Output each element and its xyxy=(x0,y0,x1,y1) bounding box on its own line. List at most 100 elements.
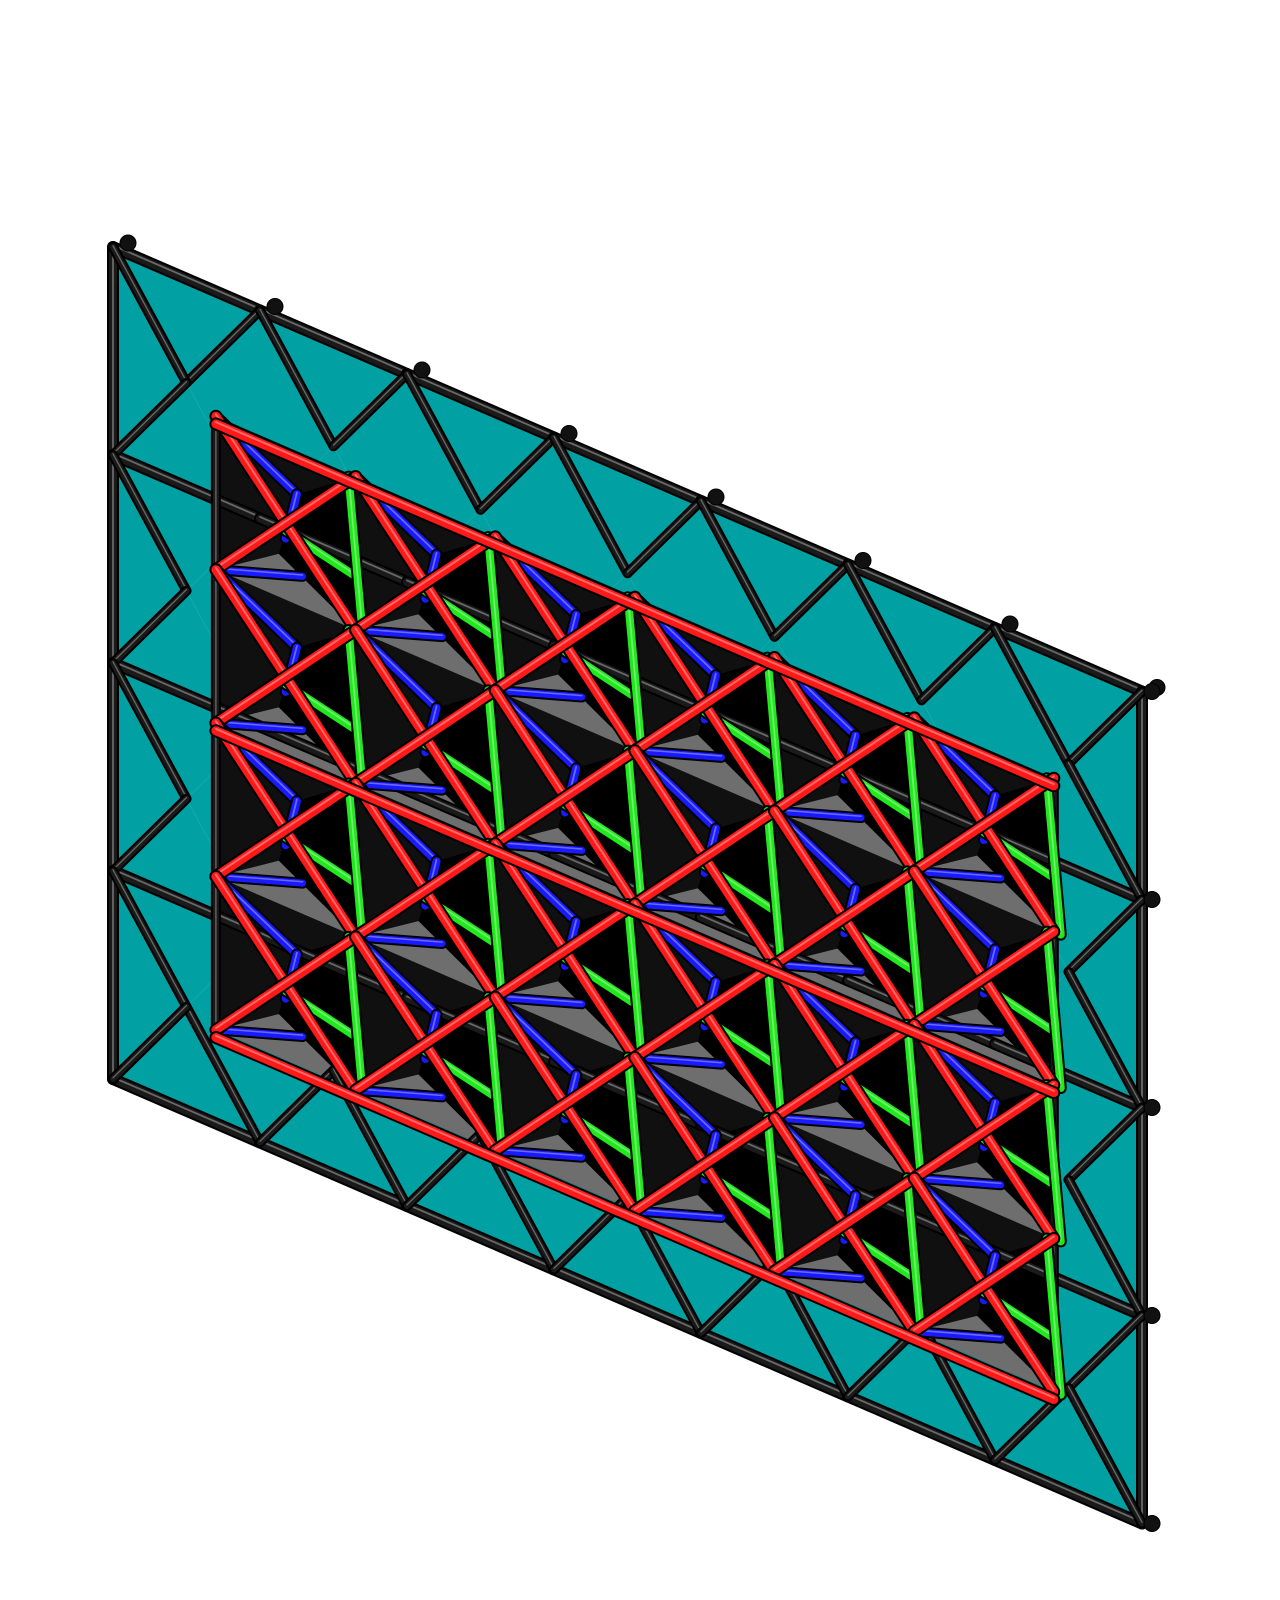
frame-node xyxy=(1143,683,1161,700)
frame-panel-top xyxy=(260,310,407,447)
frame-panel-bottom xyxy=(554,1197,701,1333)
frame-panel-top xyxy=(848,564,995,701)
frame-diagonal-strut xyxy=(696,496,780,642)
frame-panel-bottom xyxy=(701,1260,848,1397)
frame-chord-strut xyxy=(989,830,1148,906)
frame-chord-strut xyxy=(842,766,1001,842)
green-strut xyxy=(482,530,509,700)
frame-panel-left xyxy=(113,455,187,663)
green-strut xyxy=(761,1111,788,1281)
lattice-face-dark xyxy=(355,936,496,1015)
green-strut xyxy=(621,1051,648,1220)
red-strut xyxy=(768,711,921,818)
blue-strut xyxy=(908,1019,1007,1037)
blue-strut xyxy=(769,958,867,977)
green-strut xyxy=(1040,925,1067,1095)
frame-diagonal-strut xyxy=(1063,1310,1147,1393)
lattice-face-dark xyxy=(914,1178,1054,1256)
green-strut xyxy=(342,470,369,639)
green-strut xyxy=(761,651,788,820)
green-strut xyxy=(482,684,509,853)
frame-panel-top xyxy=(113,247,260,383)
frame-diagonal-strut xyxy=(108,377,192,460)
green-strut xyxy=(761,805,788,974)
lattice-face-dark xyxy=(634,750,775,829)
frame-node xyxy=(1143,1307,1161,1324)
frame-panel-top xyxy=(113,663,260,799)
frame-diagonal-strut xyxy=(108,658,192,804)
frame-diagonal-strut xyxy=(328,369,412,452)
frame-diagonal-strut xyxy=(1063,966,1147,1113)
frame-chord-strut xyxy=(107,865,266,941)
green-strut xyxy=(342,930,369,1100)
frame-panel-left xyxy=(113,663,187,871)
frame-diagonal-strut xyxy=(108,585,192,668)
frame-panel-top xyxy=(701,501,848,637)
frame-panel-top xyxy=(554,437,701,574)
frame-chord-strut xyxy=(548,431,707,507)
frame-diagonal-strut xyxy=(549,432,633,579)
frame-chord-strut xyxy=(842,558,1001,634)
blue-strut xyxy=(908,1325,1007,1344)
green-strut xyxy=(761,958,788,1127)
frame-chord-strut xyxy=(989,1454,1148,1530)
lattice-face-dark xyxy=(355,630,496,708)
red-strut xyxy=(349,990,502,1097)
green-strut xyxy=(901,1172,928,1341)
green-strut xyxy=(1040,1079,1067,1248)
frame-diagonal-strut xyxy=(181,1001,265,1148)
frame-diagonal-strut xyxy=(1063,686,1147,769)
red-strut xyxy=(907,771,1061,878)
red-strut xyxy=(907,1078,1061,1185)
blue-strut xyxy=(489,684,588,703)
frame-panel-top xyxy=(113,455,260,591)
frame-diagonal-strut xyxy=(916,623,1000,706)
lattice-face-dark xyxy=(215,876,356,955)
red-strut xyxy=(209,776,363,883)
blue-strut xyxy=(489,991,588,1010)
frame-chord-strut xyxy=(401,368,560,444)
frame-chord-strut xyxy=(107,241,266,317)
red-strut xyxy=(349,683,502,790)
red-strut xyxy=(488,897,642,1004)
frame-panel-left xyxy=(113,247,187,455)
frame-node xyxy=(413,361,431,379)
frame-node xyxy=(119,234,137,252)
green-strut xyxy=(1040,772,1067,941)
frame-panel-bottom xyxy=(848,1324,995,1460)
blue-strut xyxy=(210,717,308,736)
frame-diagonal-strut xyxy=(475,432,559,515)
blue-strut xyxy=(769,1265,867,1284)
frame-node xyxy=(1143,891,1161,908)
red-strut xyxy=(628,651,781,758)
red-strut xyxy=(209,470,363,577)
red-strut xyxy=(768,864,921,971)
green-strut xyxy=(621,591,648,760)
frame-chord-strut xyxy=(401,1200,560,1276)
red-strut xyxy=(488,1050,642,1157)
green-strut xyxy=(621,744,648,914)
blue-strut xyxy=(769,1112,867,1130)
frame-panel-top xyxy=(995,628,1142,764)
frame-diagonal-strut xyxy=(108,450,192,596)
red-strut xyxy=(209,623,363,730)
frame-chord-strut xyxy=(695,1327,854,1403)
green-strut xyxy=(482,991,509,1160)
frame-diagonal-strut xyxy=(1063,1174,1147,1321)
frame-panel-top xyxy=(113,871,260,1007)
lattice-face-dark xyxy=(774,811,915,889)
frame-diagonal-strut xyxy=(990,623,1074,769)
blue-strut xyxy=(210,564,308,582)
blue-strut xyxy=(629,1205,727,1224)
lattice-struts xyxy=(209,409,1067,1406)
red-strut xyxy=(488,744,642,851)
green-strut xyxy=(901,711,928,881)
frame-diagonal-strut xyxy=(1063,1382,1147,1529)
lattice-face-dark xyxy=(914,871,1054,950)
frame-chord-strut xyxy=(254,1136,413,1212)
frame-diagonal-strut xyxy=(108,242,192,388)
green-strut xyxy=(1040,1232,1067,1401)
frame-panel-bottom xyxy=(995,971,1142,1108)
blue-strut xyxy=(489,838,588,856)
